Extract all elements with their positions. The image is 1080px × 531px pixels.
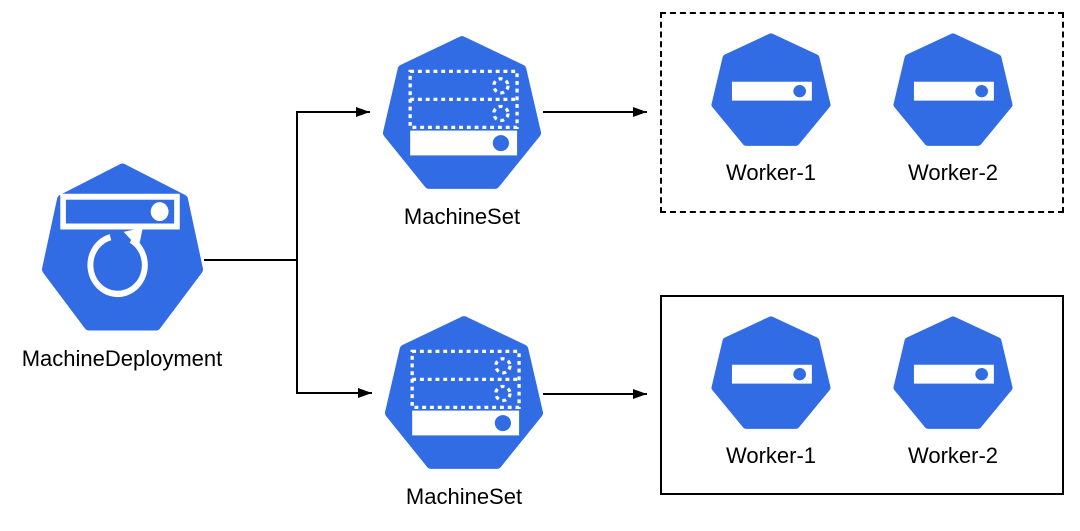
node-worker-1-top: Worker-1	[700, 31, 842, 185]
machine-deployment-label: MachineDeployment	[21, 346, 223, 371]
machine-heptagon-icon	[892, 314, 1014, 432]
node-worker-1-bottom: Worker-1	[700, 314, 842, 468]
worker-label: Worker-2	[907, 160, 999, 185]
machineset-bottom-label: MachineSet	[405, 484, 523, 509]
worker-label: Worker-1	[725, 160, 817, 185]
worker-label: Worker-1	[725, 443, 817, 468]
machineset-top-label: MachineSet	[403, 204, 521, 229]
machine-heptagon-icon	[892, 31, 1014, 149]
deployment-heptagon-icon	[40, 160, 205, 335]
node-worker-2-bottom: Worker-2	[882, 314, 1024, 468]
worker-group-bottom: Worker-1 Worker-2	[660, 295, 1064, 495]
machine-heptagon-icon	[710, 31, 832, 149]
machine-heptagon-icon	[710, 314, 832, 432]
worker-group-top: Worker-1 Worker-2	[660, 12, 1064, 213]
node-worker-2-top: Worker-2	[882, 31, 1024, 185]
node-machineset-bottom: MachineSet	[364, 313, 564, 509]
machineset-heptagon-icon	[383, 313, 545, 473]
node-machine-deployment: MachineDeployment	[2, 160, 242, 371]
node-machineset-top: MachineSet	[362, 33, 562, 229]
machineset-heptagon-icon	[381, 33, 543, 193]
worker-label: Worker-2	[907, 443, 999, 468]
